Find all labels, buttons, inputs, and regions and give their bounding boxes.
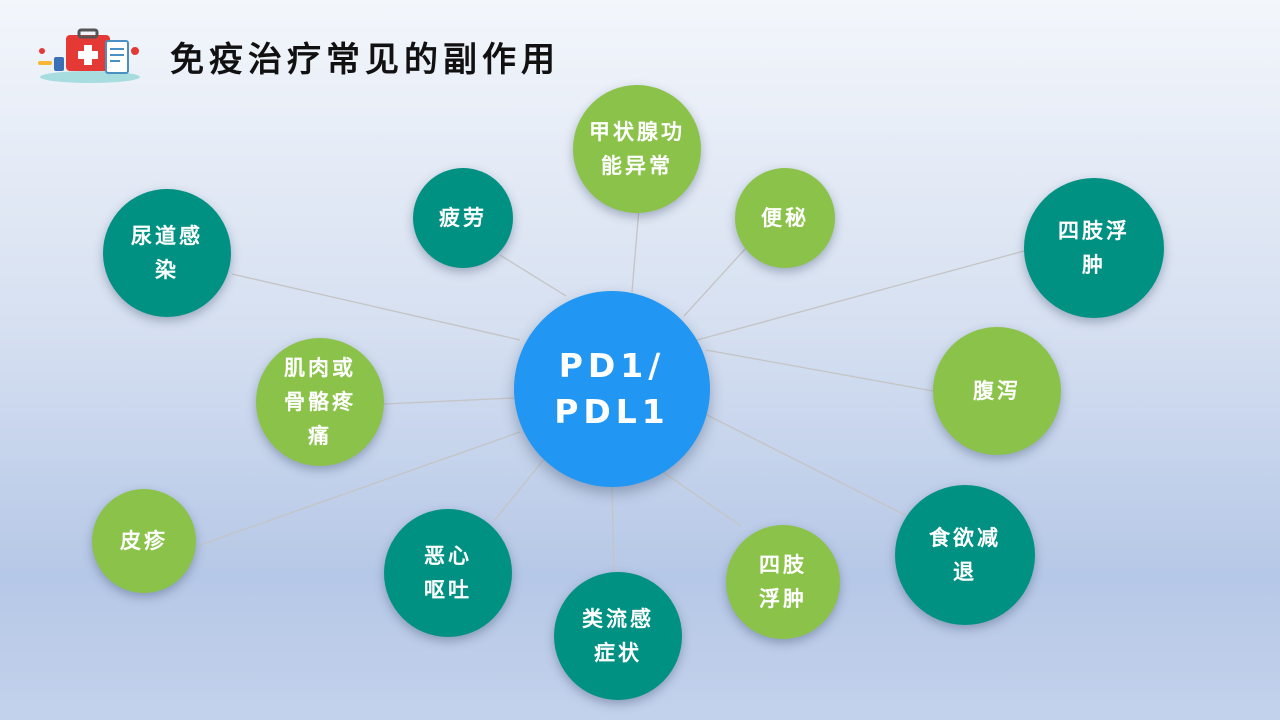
node-rash: 皮疹 xyxy=(92,489,196,593)
node-diarrhea: 腹泻 xyxy=(933,327,1061,455)
node-limb-edema-bottom: 四肢 浮肿 xyxy=(726,525,840,639)
node-flu-like: 类流感 症状 xyxy=(554,572,682,700)
connector-urinary-infection xyxy=(231,273,521,341)
connector-limb-edema-bottom xyxy=(659,469,742,527)
connector-fatigue xyxy=(499,254,567,297)
node-muscle-bone-pain: 肌肉或 骨骼疼 痛 xyxy=(256,338,384,466)
connector-muscle-bone-pain xyxy=(383,397,516,405)
connector-rash xyxy=(199,431,521,546)
node-appetite-loss: 食欲减 退 xyxy=(895,485,1035,625)
node-nausea: 恶心 呕吐 xyxy=(384,509,512,637)
node-thyroid: 甲状腺功 能异常 xyxy=(573,85,701,213)
node-fatigue: 疲劳 xyxy=(413,168,513,268)
connector-appetite-loss xyxy=(706,414,906,516)
connector-nausea xyxy=(493,457,546,522)
connector-constipation xyxy=(683,247,747,317)
title-bar: 免疫治疗常见的副作用 xyxy=(34,26,560,86)
connector-limb-edema-right xyxy=(696,250,1025,341)
node-limb-edema-right: 四肢浮 肿 xyxy=(1024,178,1164,318)
page-title: 免疫治疗常见的副作用 xyxy=(170,39,560,80)
center-node: PD1/ PDL1 xyxy=(514,291,710,487)
medical-kit-icon xyxy=(38,28,140,83)
node-urinary-infection: 尿道感 染 xyxy=(103,189,231,317)
node-constipation: 便秘 xyxy=(735,168,835,268)
connector-flu-like xyxy=(611,486,615,573)
connector-diarrhea xyxy=(705,349,934,392)
